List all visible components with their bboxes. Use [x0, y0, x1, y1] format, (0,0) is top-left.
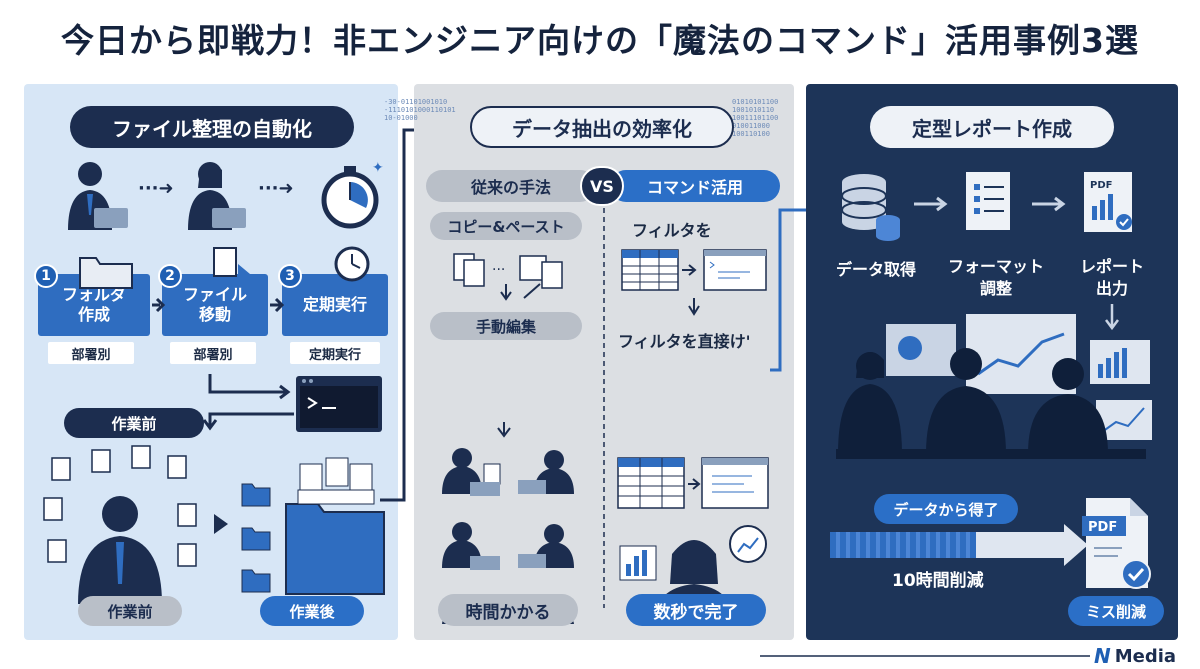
arrow-right-icon [214, 514, 228, 534]
folder-icon [79, 257, 133, 289]
data-extraction-illustration: ··· [442, 249, 769, 624]
pdf-check-icon: PDF [1082, 498, 1151, 589]
data-fetch-label: データ取得 [835, 260, 916, 279]
scattered-documents-icon [43, 445, 197, 567]
miss-reduction-label: ミス削減 [1068, 596, 1164, 626]
vs-badge: VS [580, 166, 624, 206]
file-icon [213, 247, 250, 277]
step2-sub-label: 部署別 [170, 342, 256, 364]
bar-chart-icon [619, 545, 657, 581]
organized-folders-icon [241, 483, 271, 593]
svg-text:···: ··· [492, 262, 505, 278]
stressed-person-icon [78, 496, 162, 604]
brand-mark-icon: N [1094, 644, 1111, 668]
folder-with-files-icon [285, 457, 385, 595]
panel1-header: ファイル整理の自動化 [70, 106, 354, 148]
step1-sub-label: 部署別 [48, 342, 134, 364]
svg-text:PDF: PDF [1088, 520, 1117, 535]
meeting-illustration [836, 304, 1152, 459]
done-in-seconds-label: 数秒で完了 [626, 594, 766, 626]
database-icon [841, 174, 900, 241]
hours-saved-label: 10時間削減 [892, 571, 984, 591]
takes-time-label: 時間かかる [438, 594, 578, 626]
panel2-header: データ抽出の効率化 [470, 106, 734, 148]
dashboard-screens-icon [886, 314, 1152, 440]
step-arrows [152, 297, 294, 431]
binary-decoration-right: 01010101100 1001010110 10011101100 01001… [732, 98, 779, 138]
after-label: 作業後 [260, 596, 364, 626]
panel-file-organization: ファイル整理の自動化 ···➜ ···➜ ✦ フォルダ作成 [24, 84, 398, 640]
progress-bar [830, 532, 1066, 558]
svg-text:···➜: ···➜ [138, 178, 174, 199]
progress-bar-fill [830, 532, 977, 558]
copy-paste-label: コピー&ペースト [430, 212, 582, 240]
before-after-illustration [43, 445, 385, 604]
code-window-icon [703, 249, 767, 291]
panel-report-creation: 定型レポート作成 PDF データ取得 フォーマット [806, 84, 1178, 640]
report-output-label: レポート出力 [1079, 257, 1144, 298]
report-flow-icons: PDF [841, 172, 1132, 241]
panel3-header: 定型レポート作成 [870, 106, 1114, 148]
terminal-icon [296, 376, 382, 432]
copy-paste-documents-icon: ··· [453, 253, 563, 301]
binary-decoration-left: -30-01101001010 -1110101000110101 10-010… [384, 98, 456, 122]
svg-text:PDF: PDF [1090, 180, 1112, 191]
manual-edit-label: 手動編集 [430, 312, 582, 340]
business-meeting-people-icon [838, 348, 1108, 454]
step-number-2: 2 [158, 264, 182, 288]
svg-text:✦: ✦ [372, 160, 384, 176]
step-scheduled-run: 定期実行 [282, 274, 388, 336]
clock-icon [334, 246, 370, 282]
step-number-3: 3 [278, 264, 302, 288]
bottom-rule [760, 655, 1090, 657]
spreadsheet-icon [621, 249, 679, 291]
brand-logo: N Media [1094, 644, 1176, 668]
format-adjust-label: フォーマット調整 [947, 257, 1044, 298]
trend-bubble-icon [729, 525, 767, 563]
filter-direct-label: フィルタを直接け' [618, 332, 751, 351]
page-title: 今日から即戦力！非エンジニア向けの「魔法のコマンド」活用事例3選 [61, 21, 1139, 60]
brand-name: Media [1114, 645, 1177, 667]
before-tag: 作業前 [64, 408, 204, 438]
traditional-method-tab: 従来の手法 [426, 170, 596, 202]
svg-text:···➜: ···➜ [258, 178, 294, 199]
step-number-1: 1 [34, 264, 58, 288]
document-format-icon [966, 172, 1010, 230]
filter-label: フィルタを [632, 221, 712, 240]
step3-sub-label: 定期実行 [290, 342, 380, 364]
progress-arrow-head [1064, 524, 1088, 566]
step-icons [79, 246, 370, 289]
stopwatch-icon: ✦ [321, 160, 384, 229]
progress-caption: データから得了 [874, 494, 1018, 524]
filtered-spreadsheet-icon [617, 457, 685, 509]
command-usage-tab: コマンド活用 [610, 170, 780, 202]
code-editor-icon [701, 457, 769, 509]
pdf-report-icon: PDF [1084, 172, 1132, 232]
panel-data-extraction: -30-01101001010 -1110101000110101 10-010… [384, 84, 794, 640]
divider-dashed [603, 208, 605, 608]
before-label: 作業前 [78, 596, 182, 626]
workflow-people-icons: ···➜ ···➜ ✦ [68, 160, 384, 230]
businessman-laptop-icon [68, 162, 128, 230]
step-file-move: ファイル移動 [162, 274, 268, 336]
